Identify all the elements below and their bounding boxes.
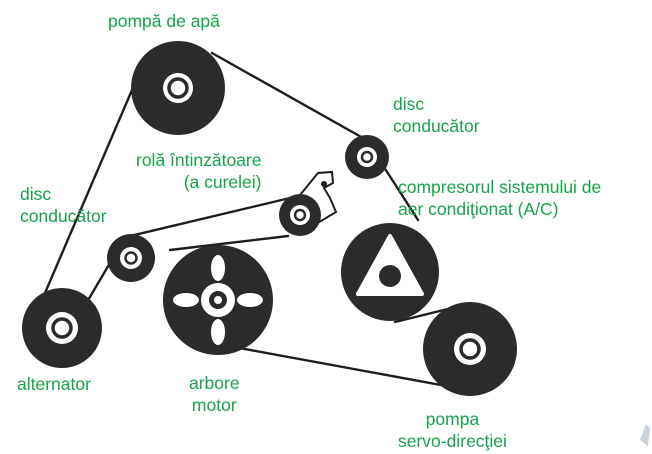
label-power-steering: pompa servo-direcţiei <box>398 408 507 452</box>
label-power-steering-line2: servo-direcţiei <box>398 431 507 451</box>
label-tensioner: rolă întinzătoare (a curelei) <box>136 149 262 193</box>
label-ac-compressor-line2: aer condiţionat (A/C) <box>398 199 559 219</box>
label-tensioner-line2: (a curelei) <box>183 172 262 192</box>
ac-compressor-pulley <box>341 223 439 321</box>
label-drive-disc-left-line1: disc <box>20 184 52 204</box>
drive-disc-top-pulley <box>345 135 389 179</box>
label-tensioner-line1: rolă întinzătoare <box>136 150 262 170</box>
corner-mark <box>640 424 650 446</box>
tensioner-bracket-hole <box>321 181 327 187</box>
label-drive-disc-left-line2: conducător <box>20 206 107 226</box>
tensioner-pulley <box>279 194 321 236</box>
label-ac-compressor: compresorul sistemului de aer condiţiona… <box>398 176 601 220</box>
label-crankshaft-line1: arbore <box>189 373 240 393</box>
label-water-pump-text: pompă de apă <box>108 11 220 31</box>
label-drive-disc-top-line2: conducător <box>393 116 480 136</box>
power-steering-pulley <box>423 302 517 396</box>
belt-segment-water-pump-to-drive-disc <box>210 51 365 140</box>
label-water-pump: pompă de apă <box>108 10 220 32</box>
label-power-steering-line1: pompa <box>425 409 480 429</box>
drive-belt <box>40 51 470 392</box>
water-pump-pulley <box>131 41 225 135</box>
alternator-pulley <box>22 288 102 368</box>
crankshaft-pulley <box>163 245 273 355</box>
label-drive-disc-top-line1: disc <box>393 94 425 114</box>
label-drive-disc-left: disc conducător <box>20 183 107 227</box>
belt-segment-alternator-to-water-pump <box>40 88 134 302</box>
belt-segment-idler-to-tensioner <box>124 196 292 239</box>
belt-segment-power-steering-to-crankshaft <box>210 341 470 392</box>
label-alternator-text: alternator <box>17 374 91 394</box>
belt-segment-drive-disc-to-ac <box>380 162 420 222</box>
label-alternator: alternator <box>17 373 91 395</box>
drive-disc-left-pulley <box>107 234 155 282</box>
belt-segment-crankshaft-to-tensioner <box>168 234 290 252</box>
label-crankshaft-line2: motor <box>191 395 237 415</box>
label-drive-disc-top: disc conducător <box>393 93 480 137</box>
label-ac-compressor-line1: compresorul sistemului de <box>398 177 602 197</box>
label-crankshaft: arbore motor <box>189 372 240 416</box>
